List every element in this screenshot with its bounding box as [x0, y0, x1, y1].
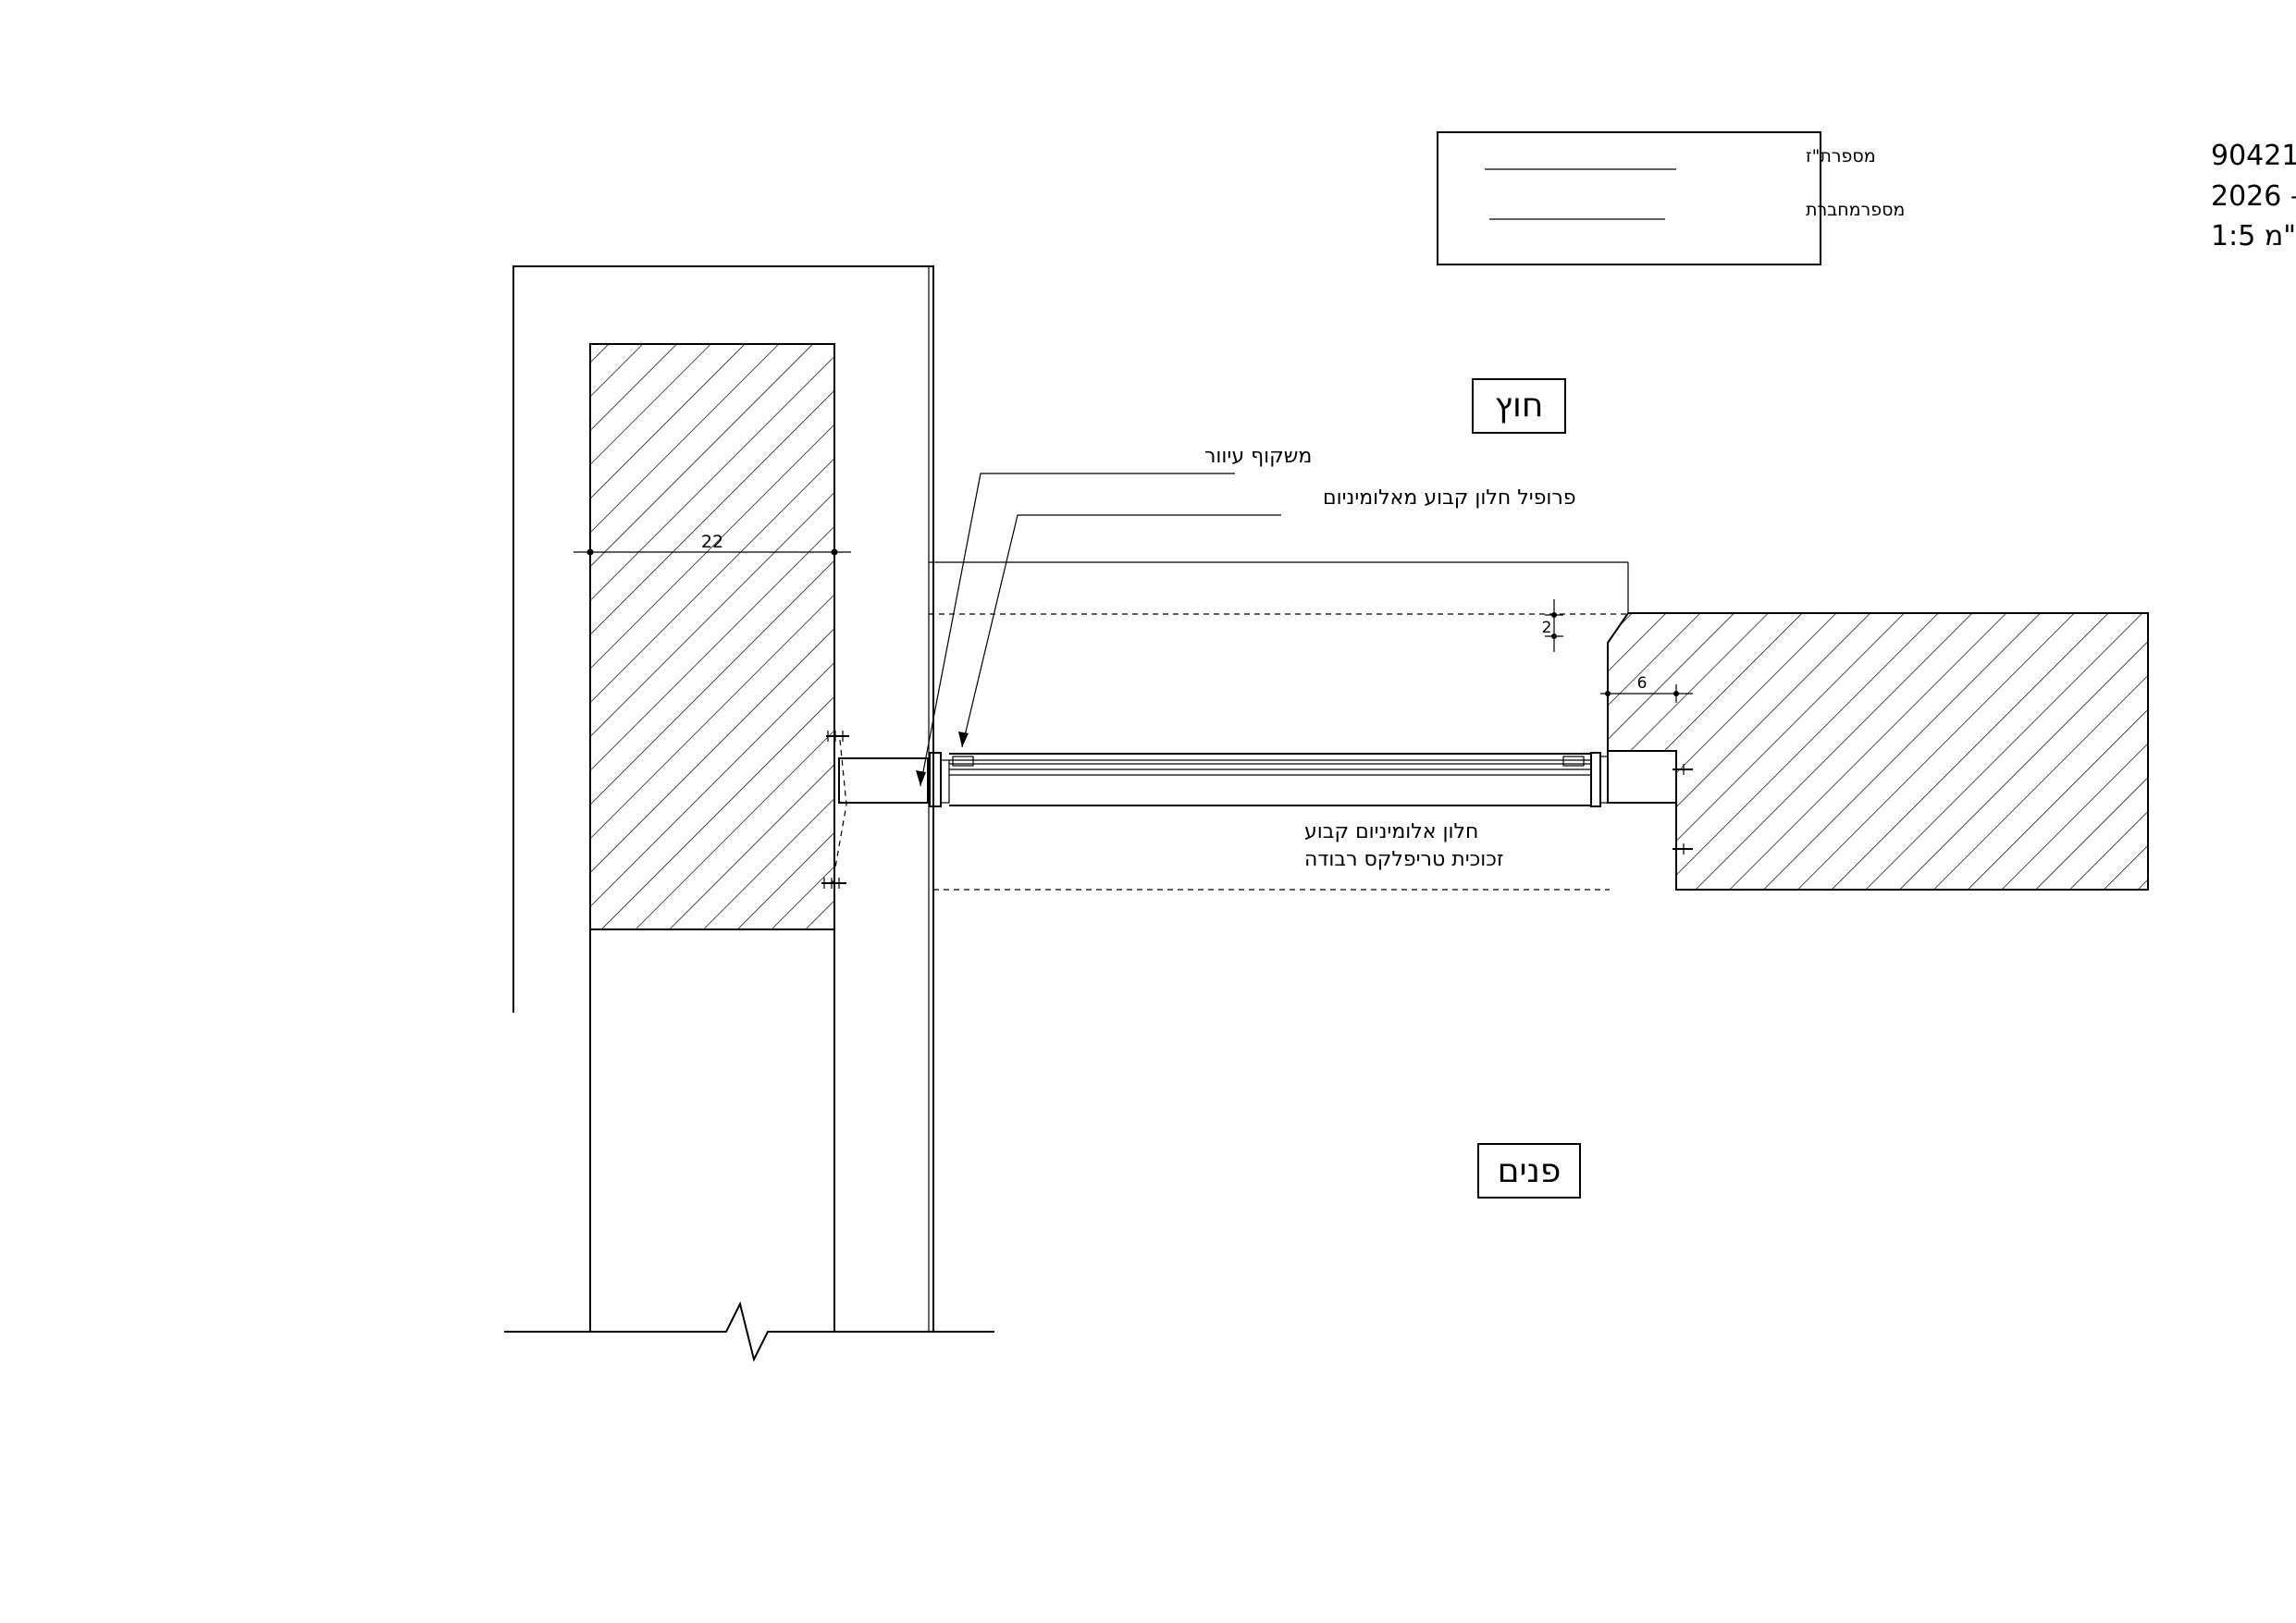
break-line: [504, 1301, 994, 1362]
right-wall-hatch: [1607, 612, 2149, 891]
id-number-label: מספרת"ז: [1806, 146, 1876, 166]
anchor-screw: [1673, 843, 1693, 855]
wall-width-dimension: 22: [701, 532, 723, 552]
callout-frame: משקוף עיוור: [916, 445, 1312, 787]
zone-outside-label: חוץ: [1495, 387, 1544, 424]
header-line-2: מועד ב' אביב תשפ"ו – 2026: [2211, 180, 2296, 213]
anchor-screw: [826, 731, 849, 742]
glazing-bead: [1562, 756, 1585, 767]
header-line-1: נספח או' לשאלון 90421: [2211, 140, 2296, 172]
callout-profile-label: פרופיל חלון קבוע מאלומיניום: [1323, 486, 1576, 510]
right-blind-frame: [1607, 750, 1677, 804]
aluminium-profile-right: [1590, 752, 1601, 807]
horizontal-gap-dimension: 6: [1637, 674, 1648, 693]
callout-profile: פרופיל חלון קבוע מאלומיניום: [958, 486, 1576, 748]
wall-insulation-hatch: [589, 343, 835, 930]
blind-frame: [838, 757, 929, 804]
glazing-bead: [952, 756, 974, 767]
vertical-gap-dimension: 2: [1542, 619, 1552, 637]
title-block: נספח או' לשאלון 90421 מועד ב' אביב תשפ"ו…: [1437, 131, 2296, 265]
zone-inside: פנים: [1477, 1143, 1581, 1199]
zone-inside-label: פנים: [1498, 1152, 1562, 1190]
right-wall: 2 6: [1542, 599, 2149, 891]
anchor-screw: [1673, 764, 1693, 775]
id-box: [1437, 131, 1821, 265]
anchor-screw: [821, 878, 846, 889]
left-wall: 22: [504, 265, 994, 1362]
aluminium-profile-left: [929, 752, 942, 807]
window-assembly: [838, 750, 1677, 807]
glass-label: זכוכית טריפלקס רבודה: [1304, 848, 1504, 871]
callout-frame-label: משקוף עיוור: [1204, 445, 1312, 468]
header-line-3: שאלה 1 – פרט A1 ק"מ 1:5: [2211, 220, 2296, 252]
zone-outside: חוץ: [1472, 378, 1566, 434]
window-label: חלון אלומיניום קבוע: [1304, 820, 1478, 843]
notebook-number-label: מספרמחברת: [1806, 200, 1905, 220]
